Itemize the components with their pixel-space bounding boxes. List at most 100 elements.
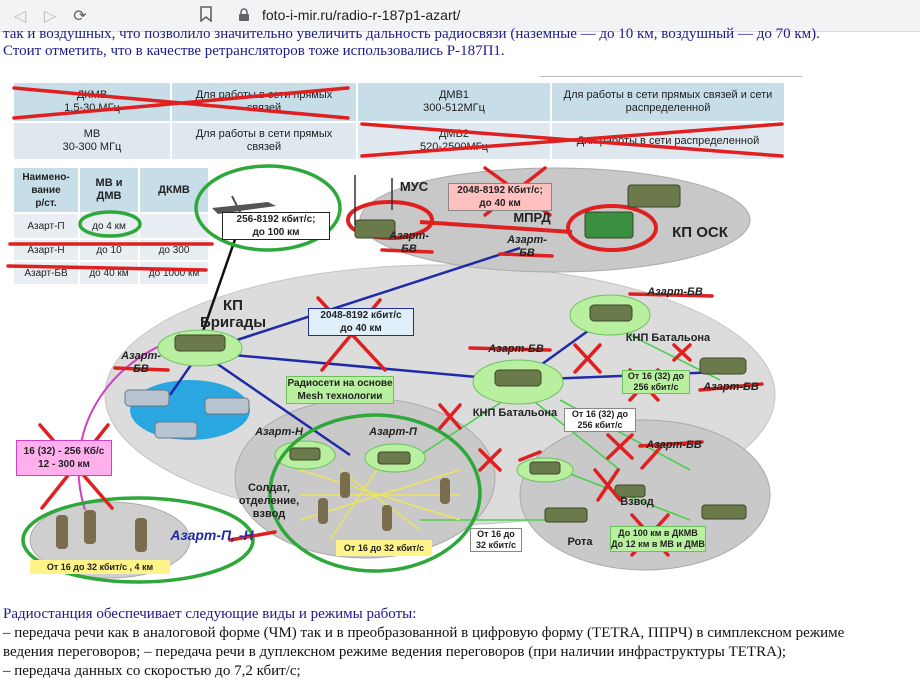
intro-line-1: так и воздушных, что позволило значитель… [3,26,820,42]
vehicle-icon [204,397,250,415]
table-cell-dmv1: ДМВ1 300-512МГц [358,83,550,121]
mus-label: МУС [399,178,429,194]
soldier-icon [440,478,450,504]
mprd-label: МПРД [513,209,551,225]
strike-line [628,292,714,298]
strike-line [498,252,554,258]
vehicle-icon [124,389,170,407]
soldier-icon [340,472,350,498]
forward-icon[interactable]: ▷ [43,6,57,25]
pink-link [77,337,181,511]
cross-line [606,433,634,460]
table-cell-mv: МВ 30-300 МГц [14,123,170,159]
back-icon[interactable]: ◁ [13,6,27,25]
table-cell-dmv1-desc: Для работы в сети прямых связей и сети р… [552,83,784,121]
azart-bv-label: Азарт-БВ [646,438,702,451]
green-circle-soldier [21,496,255,584]
range-header-mv: МВ и ДМВ [80,168,138,212]
speed-box: От 16 (32) до 256 кбит/с [622,370,690,394]
knp-battalion-label: КНП Батальона [472,406,558,419]
company-label: Рота [567,535,593,548]
browser-toolbar: ◁ ▷ ⟳ foto-i-mir.ru/radio-r-187p1-azart/ [0,0,920,32]
body-line-1: Радиостанция обеспечивает следующие виды… [3,606,417,622]
tank-icon [614,484,646,498]
soldier-icon [56,515,68,549]
link-blue [199,350,511,382]
speed-inner-box: От 16 до 32 кбит/с [336,540,432,556]
osk-ring [566,204,658,252]
vehicle-icon [377,451,411,465]
link-blue [199,246,521,354]
lock-icon[interactable] [238,8,250,27]
reload-icon[interactable]: ⟳ [73,6,87,25]
uav-icon [212,202,276,214]
url-text[interactable]: foto-i-mir.ru/radio-r-187p1-azart/ [262,7,461,23]
azart-bv-label: Азарт-БВ [121,350,161,375]
mesh-box: Радиосети на основе Mesh технологии [286,376,394,404]
vehicle-icon [154,421,198,439]
cross-line [573,343,602,374]
address-bar[interactable]: foto-i-mir.ru/radio-r-187p1-azart/ [224,4,914,28]
cross-line [640,446,662,470]
strike-line [698,382,764,392]
soldier-icon [318,498,328,524]
tank-icon [544,507,588,523]
kp-osk-label: КП ОСК [672,223,728,241]
soldier-zone [29,501,191,579]
squad-label: Солдат, отделение, взвод [238,481,300,520]
green-circle-squad [268,413,482,573]
speed-bottom-box: От 16 до 32 кбит/с , 4 км [30,560,170,574]
speed-box: От 16 (32) до 256 кбит/с [564,408,636,432]
green-circle-uav [194,164,342,252]
cross-line [478,448,502,472]
cross-line [12,86,350,120]
mesh-line [329,464,381,541]
green-circle-range [78,210,142,238]
strike-line [638,440,704,448]
cross-line [518,450,542,462]
range-box: До 100 км в ДКМВ До 12 км в МВ и ДМВ [610,526,706,552]
azart-bv-label: Азарт-БВ [389,230,429,255]
tank-icon [701,504,747,520]
vehicle-icon [354,219,396,239]
platoon-label: Взвод [620,495,654,508]
vehicle-icon [494,369,542,387]
body-line-3: ведения переговоров; – передача речи в д… [3,644,787,660]
red-link [419,220,573,234]
strike-line [113,366,170,372]
kp-brigade-label: КП Бригады [199,297,267,331]
vehicle-icon [589,304,633,322]
strike-line [380,248,434,254]
cross-line [360,122,784,158]
vehicle-icon [627,184,681,208]
speed-uav-box: 256-8192 кбит/с; до 100 км [222,212,330,240]
mesh-line [339,469,421,531]
body-line-4: – передача данных со скоростью до 7,2 кб… [3,663,301,679]
soldier-icon [84,510,96,544]
range-row-name: Азарт-П [14,214,78,238]
strike-line [228,530,277,542]
bookmark-icon[interactable] [196,6,216,26]
azart-bv-label: Азарт-БВ [507,234,547,259]
table-cell-mv-desc: Для работы в сети прямых связей [172,123,356,159]
vehicle-icon [174,334,226,352]
soldier-icon [135,518,147,552]
azart-bv-label: Азарт-БВ [647,285,703,298]
tank-icon [529,461,561,475]
soldier-icon [382,505,392,531]
body-line-2: – передача речи как в аналоговой форме (… [3,625,845,641]
azart-p-label: Азарт-П [369,425,417,438]
vehicle-icon [289,447,321,461]
strike-line [6,264,208,272]
azart-bv-label: Азарт-БВ [703,380,759,393]
vehicle-icon [699,357,747,375]
link-blue [199,350,351,457]
azart-pn-label: Азарт-П, -Н [170,526,254,543]
cross-line [596,468,620,502]
speed-mid-box: 2048-8192 кбит/с до 40 км [308,308,414,336]
cross-line [438,403,462,430]
shelter-icon [584,211,634,239]
intro-line-2: Стоит отметить, что в качестве ретрансля… [3,43,505,59]
azart-n-label: Азарт-Н [255,425,303,438]
